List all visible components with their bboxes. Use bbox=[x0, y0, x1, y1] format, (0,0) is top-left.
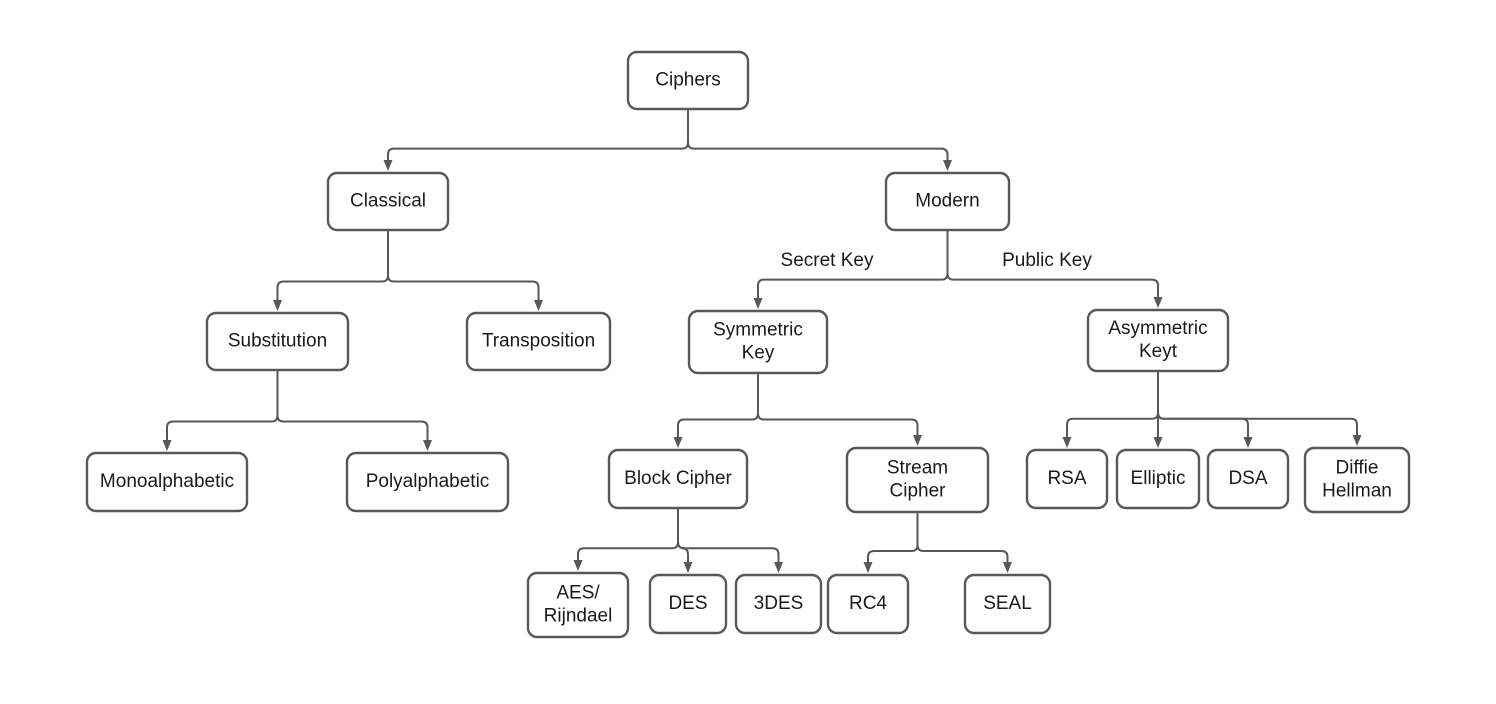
node-box-classical[interactable] bbox=[326, 171, 450, 232]
node-label-modern: Modern bbox=[915, 191, 979, 212]
label-public-key: Public Key bbox=[1002, 250, 1092, 271]
node-label-monoalphabetic: Monoalphabetic bbox=[100, 471, 234, 492]
node-box-rc4[interactable] bbox=[826, 573, 910, 635]
node-label-polyalphabetic: Polyalphabetic bbox=[366, 471, 490, 492]
node-aes-rijndael[interactable]: AES/Rijndael bbox=[526, 571, 630, 639]
node-3des[interactable]: 3DES bbox=[734, 573, 823, 635]
node-modern[interactable]: Modern bbox=[884, 171, 1011, 232]
edge-stream-cipher-to-seal bbox=[916, 512, 1012, 573]
node-label-rc4: RC4 bbox=[849, 593, 887, 614]
node-box-block-cipher[interactable] bbox=[607, 448, 749, 510]
node-elliptic[interactable]: Elliptic bbox=[1115, 448, 1201, 510]
edges-layer bbox=[162, 109, 1362, 573]
node-label-rsa: RSA bbox=[1047, 468, 1086, 489]
node-label-classical: Classical bbox=[350, 191, 426, 212]
node-monoalphabetic[interactable]: Monoalphabetic bbox=[85, 451, 249, 513]
edge-ciphers-to-classical bbox=[383, 109, 689, 171]
node-box-substitution[interactable] bbox=[205, 311, 350, 372]
node-box-aes-rijndael[interactable] bbox=[526, 571, 630, 639]
node-label-elliptic: Elliptic bbox=[1131, 468, 1186, 489]
node-box-monoalphabetic[interactable] bbox=[85, 451, 249, 513]
node-box-3des[interactable] bbox=[734, 573, 823, 635]
node-label-block-cipher: Block Cipher bbox=[624, 468, 732, 489]
node-label-substitution: Substitution bbox=[228, 331, 327, 352]
node-substitution[interactable]: Substitution bbox=[205, 311, 350, 372]
edge-asymmetric-key-to-diffie-hellman bbox=[1157, 371, 1362, 446]
edge-block-cipher-to-des bbox=[677, 508, 693, 573]
edge-symmetric-key-to-block-cipher bbox=[673, 373, 759, 448]
node-label-3des: 3DES bbox=[754, 593, 804, 614]
edge-block-cipher-to-aes-rijndael bbox=[573, 508, 679, 571]
node-classical[interactable]: Classical bbox=[326, 171, 450, 232]
node-label-transposition: Transposition bbox=[482, 331, 595, 352]
node-block-cipher[interactable]: Block Cipher bbox=[607, 448, 749, 510]
edge-modern-to-asymmetric-key bbox=[946, 230, 1163, 308]
node-box-stream-cipher[interactable] bbox=[845, 446, 990, 514]
edge-classical-to-substitution bbox=[273, 230, 389, 311]
node-box-polyalphabetic[interactable] bbox=[345, 451, 510, 513]
edge-substitution-to-monoalphabetic bbox=[162, 370, 279, 451]
edge-substitution-to-polyalphabetic bbox=[276, 370, 432, 451]
edge-ciphers-to-modern bbox=[687, 109, 952, 171]
node-ciphers[interactable]: Ciphers bbox=[626, 50, 750, 111]
node-dsa[interactable]: DSA bbox=[1206, 448, 1290, 510]
node-seal[interactable]: SEAL bbox=[963, 573, 1052, 635]
node-label-des: DES bbox=[668, 593, 707, 614]
edge-labels-layer: Secret Key Public Key bbox=[781, 250, 1093, 271]
edge-symmetric-key-to-stream-cipher bbox=[757, 373, 922, 446]
node-box-asymmetric-key[interactable] bbox=[1086, 308, 1230, 373]
node-box-modern[interactable] bbox=[884, 171, 1011, 232]
node-box-transposition[interactable] bbox=[465, 311, 612, 372]
node-des[interactable]: DES bbox=[648, 573, 728, 635]
edge-classical-to-transposition bbox=[387, 230, 543, 311]
edge-asymmetric-key-to-dsa bbox=[1157, 371, 1253, 448]
node-label-ciphers: Ciphers bbox=[655, 70, 720, 91]
node-polyalphabetic[interactable]: Polyalphabetic bbox=[345, 451, 510, 513]
node-box-diffie-hellman[interactable] bbox=[1303, 446, 1411, 514]
node-transposition[interactable]: Transposition bbox=[465, 311, 612, 372]
edge-asymmetric-key-to-rsa bbox=[1062, 371, 1159, 448]
node-label-aes-rijndael: AES/Rijndael bbox=[544, 583, 613, 627]
node-label-dsa: DSA bbox=[1228, 468, 1267, 489]
node-box-symmetric-key[interactable] bbox=[687, 309, 829, 375]
edge-stream-cipher-to-rc4 bbox=[863, 512, 919, 573]
node-box-rsa[interactable] bbox=[1025, 448, 1109, 510]
node-box-elliptic[interactable] bbox=[1115, 448, 1201, 510]
node-box-seal[interactable] bbox=[963, 573, 1052, 635]
node-box-des[interactable] bbox=[648, 573, 728, 635]
edge-block-cipher-to-3des bbox=[677, 508, 783, 573]
node-box-dsa[interactable] bbox=[1206, 448, 1290, 510]
node-label-seal: SEAL bbox=[983, 593, 1032, 614]
label-secret-key: Secret Key bbox=[781, 250, 874, 271]
node-rc4[interactable]: RC4 bbox=[826, 573, 910, 635]
node-rsa[interactable]: RSA bbox=[1025, 448, 1109, 510]
node-box-ciphers[interactable] bbox=[626, 50, 750, 111]
